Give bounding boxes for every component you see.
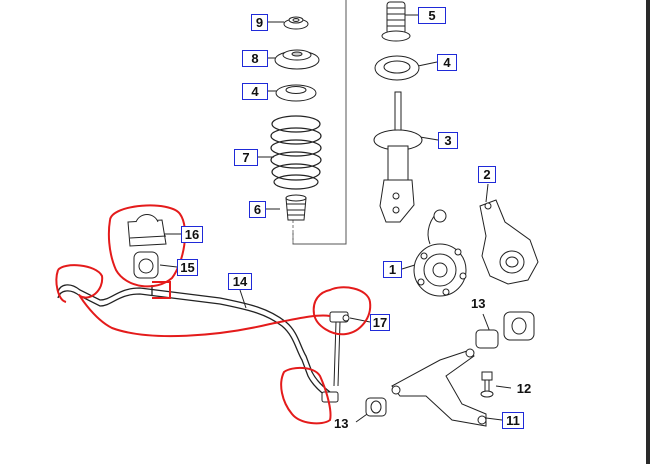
window-frame-edge [646,0,650,464]
red-annotations [55,204,372,425]
callout-9: 9 [251,14,268,31]
callout-3: 3 [438,132,458,149]
part-9-bumper-cap [283,16,309,30]
part-7-coil-spring [270,115,322,190]
callout-4-insulator: 4 [242,83,268,100]
part-13-bushing-b [475,311,535,349]
part-14-stabilizer-bar [57,284,331,397]
part-12-bolt [480,371,494,398]
callout-12: 12 [511,380,537,397]
part-16-bracket [127,214,167,247]
part-13-bushing-a [365,397,387,417]
part-5-dust-boot [381,1,411,42]
label-13-lower: 13 [334,416,349,431]
callout-15: 15 [177,259,198,276]
callout-8: 8 [242,50,268,67]
part-15-bushing [133,251,159,279]
part-3-strut [373,91,423,223]
part-4-spring-insulator [275,84,317,102]
callout-7: 7 [234,149,258,166]
part-11-lower-arm [391,348,487,427]
callout-2: 2 [478,166,496,183]
callout-1: 1 [383,261,402,278]
leader-lines [159,0,512,423]
callout-11: 11 [502,412,524,429]
callout-4-seat: 4 [437,54,457,71]
part-2-steering-knuckle [479,199,539,285]
callout-6: 6 [249,201,266,218]
callout-14: 14 [228,273,252,290]
part-4-spring-seat [374,55,420,81]
callout-17: 17 [370,314,390,331]
callout-5: 5 [418,7,446,24]
label-13-upper: 13 [471,296,486,311]
callout-16: 16 [181,226,203,243]
part-8-upper-mount [274,49,320,70]
part-1-hub-bearing [413,209,467,297]
part-6-bump-stop [285,194,307,221]
